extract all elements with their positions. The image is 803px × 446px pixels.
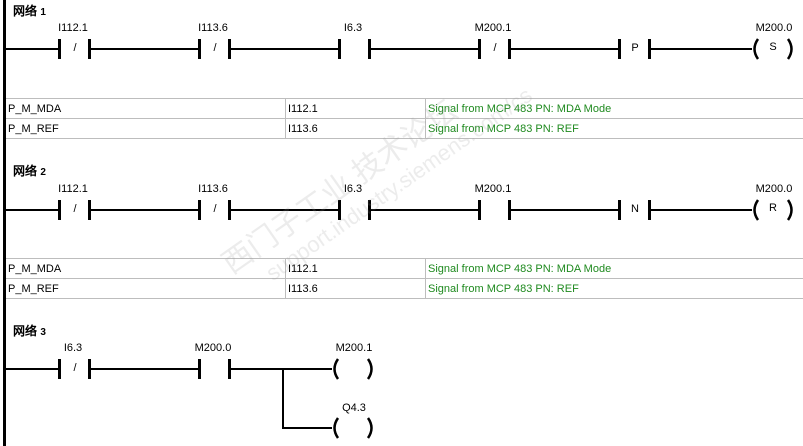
rung-wire — [229, 48, 339, 50]
table-row: P_M_MDA I112.1 Signal from MCP 483 PN: M… — [6, 98, 803, 119]
contact-address: I113.6 — [198, 22, 228, 34]
symbol-address: I113.6 — [285, 118, 426, 139]
rung-wire — [229, 368, 332, 370]
symbol-address: I112.1 — [285, 258, 426, 279]
contact-address: M200.0 — [194, 342, 232, 354]
rung-wire — [509, 209, 619, 211]
reset-coil[interactable]: R — [750, 198, 796, 222]
set-coil[interactable]: S — [750, 37, 796, 61]
negative-edge-contact[interactable]: N — [618, 200, 652, 220]
symbol-name: P_M_MDA — [6, 258, 286, 279]
symbol-table: P_M_MDA I112.1 Signal from MCP 483 PN: M… — [6, 98, 803, 139]
rung-wire — [89, 368, 199, 370]
table-row: P_M_REF I113.6 Signal from MCP 483 PN: R… — [6, 278, 803, 299]
symbol-comment: Signal from MCP 483 PN: MDA Mode — [425, 258, 803, 279]
normally-closed-contact[interactable]: / — [198, 39, 232, 59]
symbol-table: P_M_MDA I112.1 Signal from MCP 483 PN: M… — [6, 258, 803, 299]
symbol-name: P_M_REF — [6, 278, 286, 299]
contact-address: I6.3 — [343, 183, 363, 195]
contact-address: M200.1 — [474, 183, 512, 195]
rung-wire — [649, 209, 752, 211]
rung-wire — [89, 209, 199, 211]
symbol-address: I113.6 — [285, 278, 426, 299]
coil-brackets-icon — [333, 358, 373, 380]
normally-closed-contact[interactable]: / — [478, 39, 512, 59]
symbol-comment: Signal from MCP 483 PN: REF — [425, 118, 803, 139]
contact-address: I112.1 — [58, 183, 88, 195]
contact-address: I6.3 — [63, 342, 83, 354]
normally-open-contact[interactable] — [338, 200, 372, 220]
coil-address: M200.1 — [335, 342, 373, 354]
contact-address: I113.6 — [198, 183, 228, 195]
rung-wire — [5, 368, 59, 370]
symbol-name: P_M_MDA — [6, 98, 286, 119]
network-title[interactable]: 网络 1 — [13, 4, 46, 18]
table-row: P_M_REF I113.6 Signal from MCP 483 PN: R… — [6, 118, 803, 139]
branch-wire — [282, 368, 284, 429]
contact-address: I6.3 — [343, 22, 363, 34]
rung-wire — [649, 48, 752, 50]
normally-open-contact[interactable] — [198, 359, 232, 379]
symbol-comment: Signal from MCP 483 PN: REF — [425, 278, 803, 299]
normally-closed-contact[interactable]: / — [58, 200, 92, 220]
coil-address: Q4.3 — [342, 402, 366, 414]
rung-wire — [509, 48, 619, 50]
network-title[interactable]: 网络 3 — [13, 324, 46, 338]
rung-wire — [89, 48, 199, 50]
normally-closed-contact[interactable]: / — [58, 359, 92, 379]
coil-brackets-icon — [753, 199, 793, 221]
normally-open-contact[interactable] — [338, 39, 372, 59]
coil-brackets-icon — [753, 38, 793, 60]
branch-wire — [282, 427, 332, 429]
contact-address: I112.1 — [58, 22, 88, 34]
symbol-address: I112.1 — [285, 98, 426, 119]
network-title[interactable]: 网络 2 — [13, 164, 46, 178]
rung-wire — [5, 209, 59, 211]
symbol-comment: Signal from MCP 483 PN: MDA Mode — [425, 98, 803, 119]
coil-address: M200.0 — [755, 183, 793, 195]
coil-address: M200.0 — [755, 22, 793, 34]
rung-wire — [369, 209, 479, 211]
symbol-name: P_M_REF — [6, 118, 286, 139]
normally-closed-contact[interactable]: / — [58, 39, 92, 59]
normally-closed-contact[interactable]: / — [198, 200, 232, 220]
left-power-rail — [3, 0, 6, 446]
rung-wire — [369, 48, 479, 50]
output-coil[interactable] — [330, 357, 376, 381]
positive-edge-contact[interactable]: P — [618, 39, 652, 59]
table-row: P_M_MDA I112.1 Signal from MCP 483 PN: M… — [6, 258, 803, 279]
coil-brackets-icon — [333, 417, 373, 439]
output-coil[interactable] — [330, 416, 376, 440]
rung-wire — [5, 48, 59, 50]
normally-open-contact[interactable] — [478, 200, 512, 220]
rung-wire — [229, 209, 339, 211]
contact-address: M200.1 — [474, 22, 512, 34]
